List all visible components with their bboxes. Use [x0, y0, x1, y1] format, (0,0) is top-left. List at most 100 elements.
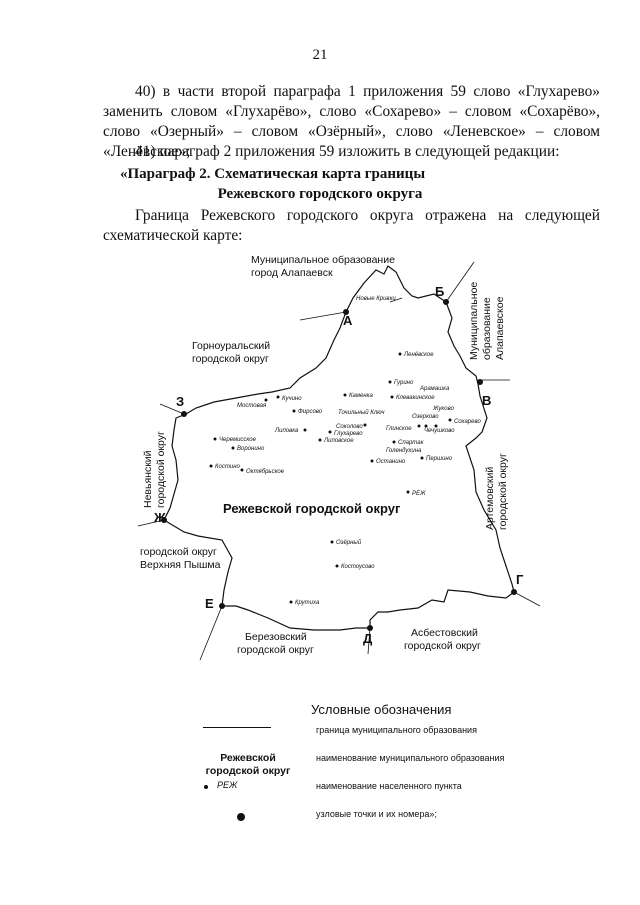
neighbor-berezovsky-2: городской округ: [237, 644, 314, 656]
settlements: Новые Кривки Ленёвское Гурино Арамашка К…: [209, 296, 481, 606]
settlement-lipovskoe: Липовское: [323, 438, 354, 444]
district-border: [163, 265, 515, 631]
settlement-oktyabrskoe: Октябрьское: [246, 469, 285, 475]
node-label-zh: Ж: [153, 510, 166, 525]
settlement-kamenka: Каменка: [349, 393, 373, 399]
settlement-dot: [390, 395, 394, 399]
settlement-kostino: Костино: [215, 464, 241, 470]
settlement-gurino: Гурино: [394, 380, 414, 386]
settlement-dot: [434, 424, 438, 428]
legend-settlement-sample: РЕЖ: [217, 780, 238, 790]
neighbor-pyshma-2: Верхняя Пышма: [140, 559, 221, 571]
settlement-dot: [209, 464, 213, 468]
legend-border-desc: граница муниципального образования: [316, 725, 477, 735]
neighbor-alapaevsk-1: Муниципальное образование: [251, 254, 395, 266]
settlement-dot: [231, 446, 235, 450]
legend-name-sample-2: городской округ: [205, 765, 291, 777]
neighbor-gornouralsky-1: Горноуральский: [192, 340, 270, 352]
neighbor-berezovsky-1: Березовский: [245, 631, 307, 643]
node-label-g: Г: [516, 572, 524, 587]
legend-name-sample: Режевской городской округ: [198, 752, 298, 778]
neighbor-asbestovsky-1: Асбестовский: [411, 627, 478, 639]
settlement-sokharevo: Сохарево: [454, 419, 481, 425]
legend-node-desc: узловые точки и их номера»;: [316, 809, 437, 819]
neighbor-gornouralsky-2: городской округ: [192, 353, 269, 365]
settlement-dot: [417, 424, 421, 428]
settlement-golendukhino: Голендухина: [386, 448, 422, 454]
settlement-glukharevo: Глухарево: [334, 431, 363, 437]
neighbor-artemovsky-1: Артемовский: [484, 467, 496, 530]
settlement-ozerny: Озёрный: [336, 539, 362, 546]
heading-line-1: «Параграф 2. Схематическая карта границы: [120, 166, 426, 182]
settlement-dot: [388, 380, 392, 384]
settlement-rezh: РЕЖ: [412, 491, 426, 497]
node-point-g: [511, 589, 517, 595]
settlement-dot: [318, 438, 322, 442]
settlement-fircovo: Фирсово: [298, 409, 323, 415]
settlement-spartak: Спартак: [398, 440, 425, 446]
settlement-ozerkovo: Озерково: [412, 414, 439, 420]
settlement-dot: [392, 440, 396, 444]
neighbor-pyshma-1: городской округ: [140, 546, 217, 558]
main-district-label: Режевской городской округ: [223, 501, 401, 516]
settlement-glinskoe: Глинское: [386, 426, 412, 432]
settlement-dot: [363, 423, 367, 427]
legend-name-desc: наименование муниципального образования: [316, 753, 505, 763]
neighbor-artemovsky-2: городской округ: [497, 453, 509, 530]
legend-border-sample: [203, 727, 271, 728]
settlement-chernovskoe: Черемисское: [219, 437, 257, 443]
settlement-dot: [264, 398, 268, 402]
settlement-dot: [420, 456, 424, 460]
legend-settlement-desc: наименование населенного пункта: [316, 781, 462, 791]
node-point-d: [367, 625, 373, 631]
settlement-kuchino: Кучино: [282, 396, 302, 402]
node-label-a: А: [343, 313, 353, 328]
node-label-b: Б: [435, 284, 444, 299]
settlement-dot: [289, 600, 293, 604]
neighbor-alapaevskoe-2: образование: [481, 297, 493, 360]
section-heading: «Параграф 2. Схематическая карта границы…: [120, 164, 520, 204]
settlement-dot: [424, 424, 428, 428]
paragraph-41: 41) параграф 2 приложения 59 изложить в …: [135, 143, 560, 160]
settlement-pershino: Першино: [426, 456, 453, 462]
settlement-lipovka: Липовка: [274, 428, 299, 434]
legend-name-sample-1: Режевской: [220, 752, 276, 764]
settlement-zhukovo: Жуково: [432, 406, 455, 412]
neighbor-alapaevskoe-3: Алапаевское: [494, 296, 506, 360]
settlement-dot: [292, 409, 296, 413]
neighbor-alapaevsk-2: город Алапаевск: [251, 267, 333, 279]
settlement-dot: [213, 437, 217, 441]
paragraph-40: 40) в части второй параграфа 1 приложени…: [103, 83, 600, 160]
settlement-dot: [398, 352, 402, 356]
node-label-e: Е: [205, 596, 214, 611]
settlement-mostovaya: Мостовая: [237, 403, 267, 409]
settlement-sokolovo: Соколово: [336, 424, 363, 430]
settlement-dot: [335, 564, 339, 568]
settlement-dot: [343, 393, 347, 397]
legend-settlement-dot: [204, 785, 208, 789]
settlement-dot: [240, 468, 244, 472]
settlement-dot: [448, 418, 452, 422]
legend-node-dot: [237, 813, 245, 821]
settlement-dot: [276, 395, 280, 399]
page-number: 21: [312, 47, 328, 63]
settlement-lenevskoe: Ленёвское: [403, 352, 434, 358]
heading-line-2: Режевского городского округа: [217, 186, 423, 202]
settlement-krutiha: Крутиха: [295, 600, 320, 606]
settlement-klevakinskoe: Клевакинское: [396, 395, 435, 401]
node-label-v: В: [482, 393, 491, 408]
settlement-tochilny-klyuch: Точильный Ключ: [338, 409, 385, 416]
settlement-dot: [328, 430, 332, 434]
map-intro: Граница Режевского городского округа отр…: [103, 207, 600, 244]
settlement-aramashka: Арамашка: [419, 386, 450, 392]
neighbor-alapaevskoe-1: Муниципальное: [468, 282, 480, 360]
settlement-ostanino: Останино: [376, 459, 406, 465]
leader-lines: [137, 261, 541, 661]
node-label-d: Д: [363, 631, 373, 646]
node-point-a: [343, 309, 349, 315]
neighbor-asbestovsky-2: городской округ: [404, 640, 481, 652]
node-point-z: [181, 411, 187, 417]
settlement-chechnukovo: Чечушково: [424, 428, 455, 434]
